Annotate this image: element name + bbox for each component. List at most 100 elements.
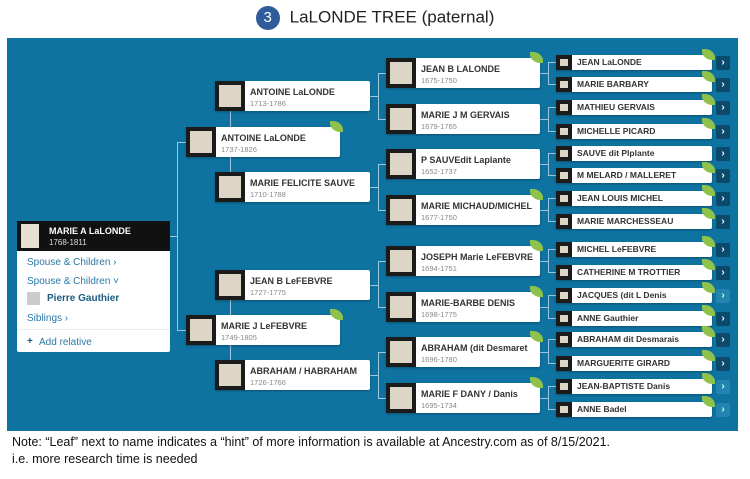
- person-card[interactable]: JEAN-BAPTISTE Danis: [556, 379, 712, 394]
- person-card[interactable]: MICHELLE PICARD: [556, 124, 712, 139]
- root-header[interactable]: MARIE A LaLONDE 1768-1811: [17, 221, 170, 251]
- person-name: JEAN LOUIS MICHEL: [577, 193, 663, 203]
- hint-leaf-icon[interactable]: [530, 331, 543, 342]
- hint-leaf-icon[interactable]: [702, 71, 715, 82]
- hint-leaf-icon[interactable]: [702, 396, 715, 407]
- person-card[interactable]: MARIE MARCHESSEAU: [556, 214, 712, 229]
- hint-leaf-icon[interactable]: [530, 286, 543, 297]
- hint-leaf-icon[interactable]: [530, 189, 543, 200]
- person-card[interactable]: CATHERINE M TROTTIER: [556, 265, 712, 280]
- person-card[interactable]: ANNE Gauthier: [556, 311, 712, 326]
- hint-leaf-icon[interactable]: [530, 240, 543, 251]
- connector-line: [548, 84, 556, 85]
- hint-leaf-icon[interactable]: [702, 259, 715, 270]
- expand-arrow-button[interactable]: ›: [716, 125, 730, 139]
- connector-line: [378, 352, 379, 398]
- person-photo: [556, 311, 572, 326]
- person-photo: [386, 292, 416, 322]
- hint-leaf-icon[interactable]: [530, 52, 543, 63]
- person-card[interactable]: MICHEL LeFEBVRE: [556, 242, 712, 257]
- expand-arrow-button[interactable]: ›: [716, 266, 730, 280]
- person-name: ANTOINE LaLONDE: [250, 87, 335, 97]
- add-relative-link[interactable]: Add relative: [39, 337, 92, 348]
- hint-leaf-icon[interactable]: [702, 326, 715, 337]
- hint-leaf-icon[interactable]: [702, 49, 715, 60]
- person-card[interactable]: ABRAHAM dit Desmarais: [556, 332, 712, 347]
- hint-leaf-icon[interactable]: [702, 118, 715, 129]
- person-name: JEAN B LALONDE: [421, 64, 501, 74]
- person-card[interactable]: MATHIEU GERVAIS: [556, 100, 712, 115]
- hint-leaf-icon[interactable]: [702, 94, 715, 105]
- person-photo: [556, 100, 572, 115]
- person-name: MARIE MICHAUD/MICHEL: [421, 201, 532, 211]
- hint-leaf-icon[interactable]: [530, 377, 543, 388]
- expand-arrow-button[interactable]: ›: [716, 357, 730, 371]
- hint-leaf-icon[interactable]: [702, 185, 715, 196]
- person-card[interactable]: JEAN LOUIS MICHEL: [556, 191, 712, 206]
- expand-arrow-button[interactable]: ›: [716, 243, 730, 257]
- hint-leaf-icon[interactable]: [702, 282, 715, 293]
- expand-arrow-button[interactable]: ›: [716, 312, 730, 326]
- hint-leaf-icon[interactable]: [702, 373, 715, 384]
- person-name: ANTOINE LaLONDE: [221, 133, 306, 143]
- expand-arrow-button[interactable]: ›: [716, 147, 730, 161]
- root-name: MARIE A LaLONDE: [49, 226, 131, 236]
- expand-arrow-button[interactable]: ›: [716, 380, 730, 394]
- spouse-name-link[interactable]: Pierre Gauthier: [47, 293, 120, 304]
- person-card[interactable]: M MELARD / MALLERET: [556, 168, 712, 183]
- expand-arrow-button[interactable]: ›: [716, 289, 730, 303]
- hint-leaf-icon[interactable]: [702, 208, 715, 219]
- expand-arrow-button[interactable]: ›: [716, 403, 730, 417]
- person-card[interactable]: MARGUERITE GIRARD: [556, 356, 712, 371]
- spouse-avatar-icon: [27, 292, 40, 305]
- expand-arrow-button[interactable]: ›: [716, 215, 730, 229]
- spouse-children-link-1[interactable]: Spouse & Children ›: [27, 257, 117, 268]
- person-card[interactable]: MARIE BARBARY: [556, 77, 712, 92]
- root-person-card[interactable]: MARIE A LaLONDE 1768-1811 Spouse & Child…: [17, 221, 170, 352]
- expand-arrow-button[interactable]: ›: [716, 101, 730, 115]
- expand-arrow-button[interactable]: ›: [716, 192, 730, 206]
- hint-leaf-icon[interactable]: [702, 236, 715, 247]
- person-card[interactable]: ANNE Badel: [556, 402, 712, 417]
- expand-arrow-button[interactable]: ›: [716, 56, 730, 70]
- spouse-children-link-2[interactable]: Spouse & Children ˅: [27, 276, 120, 287]
- hint-leaf-icon[interactable]: [330, 309, 343, 320]
- connector-line: [378, 210, 386, 211]
- person-card[interactable]: SAUVE dit Plplante: [556, 146, 712, 161]
- hint-leaf-icon[interactable]: [702, 162, 715, 173]
- person-dates: 1696-1780: [421, 355, 457, 364]
- hint-leaf-icon[interactable]: [702, 350, 715, 361]
- connector-line: [378, 261, 379, 307]
- person-name: MARIE-BARBE DENIS: [421, 298, 516, 308]
- connector-line: [540, 73, 548, 74]
- person-name: M MELARD / MALLERET: [577, 170, 677, 180]
- expand-arrow-button[interactable]: ›: [716, 169, 730, 183]
- siblings-link[interactable]: Siblings ›: [27, 313, 69, 324]
- person-card[interactable]: JACQUES (dit L Denis: [556, 288, 712, 303]
- person-photo: [556, 214, 572, 229]
- connector-line: [378, 261, 386, 262]
- hint-leaf-icon[interactable]: [702, 305, 715, 316]
- expand-arrow-button[interactable]: ›: [716, 333, 730, 347]
- person-card[interactable]: JEAN LaLONDE: [556, 55, 712, 70]
- expand-arrow-button[interactable]: ›: [716, 78, 730, 92]
- hint-leaf-icon[interactable]: [330, 121, 343, 132]
- connector-line: [370, 285, 378, 286]
- connector-line: [548, 295, 556, 296]
- connector-line: [540, 261, 548, 262]
- connector-line: [378, 398, 386, 399]
